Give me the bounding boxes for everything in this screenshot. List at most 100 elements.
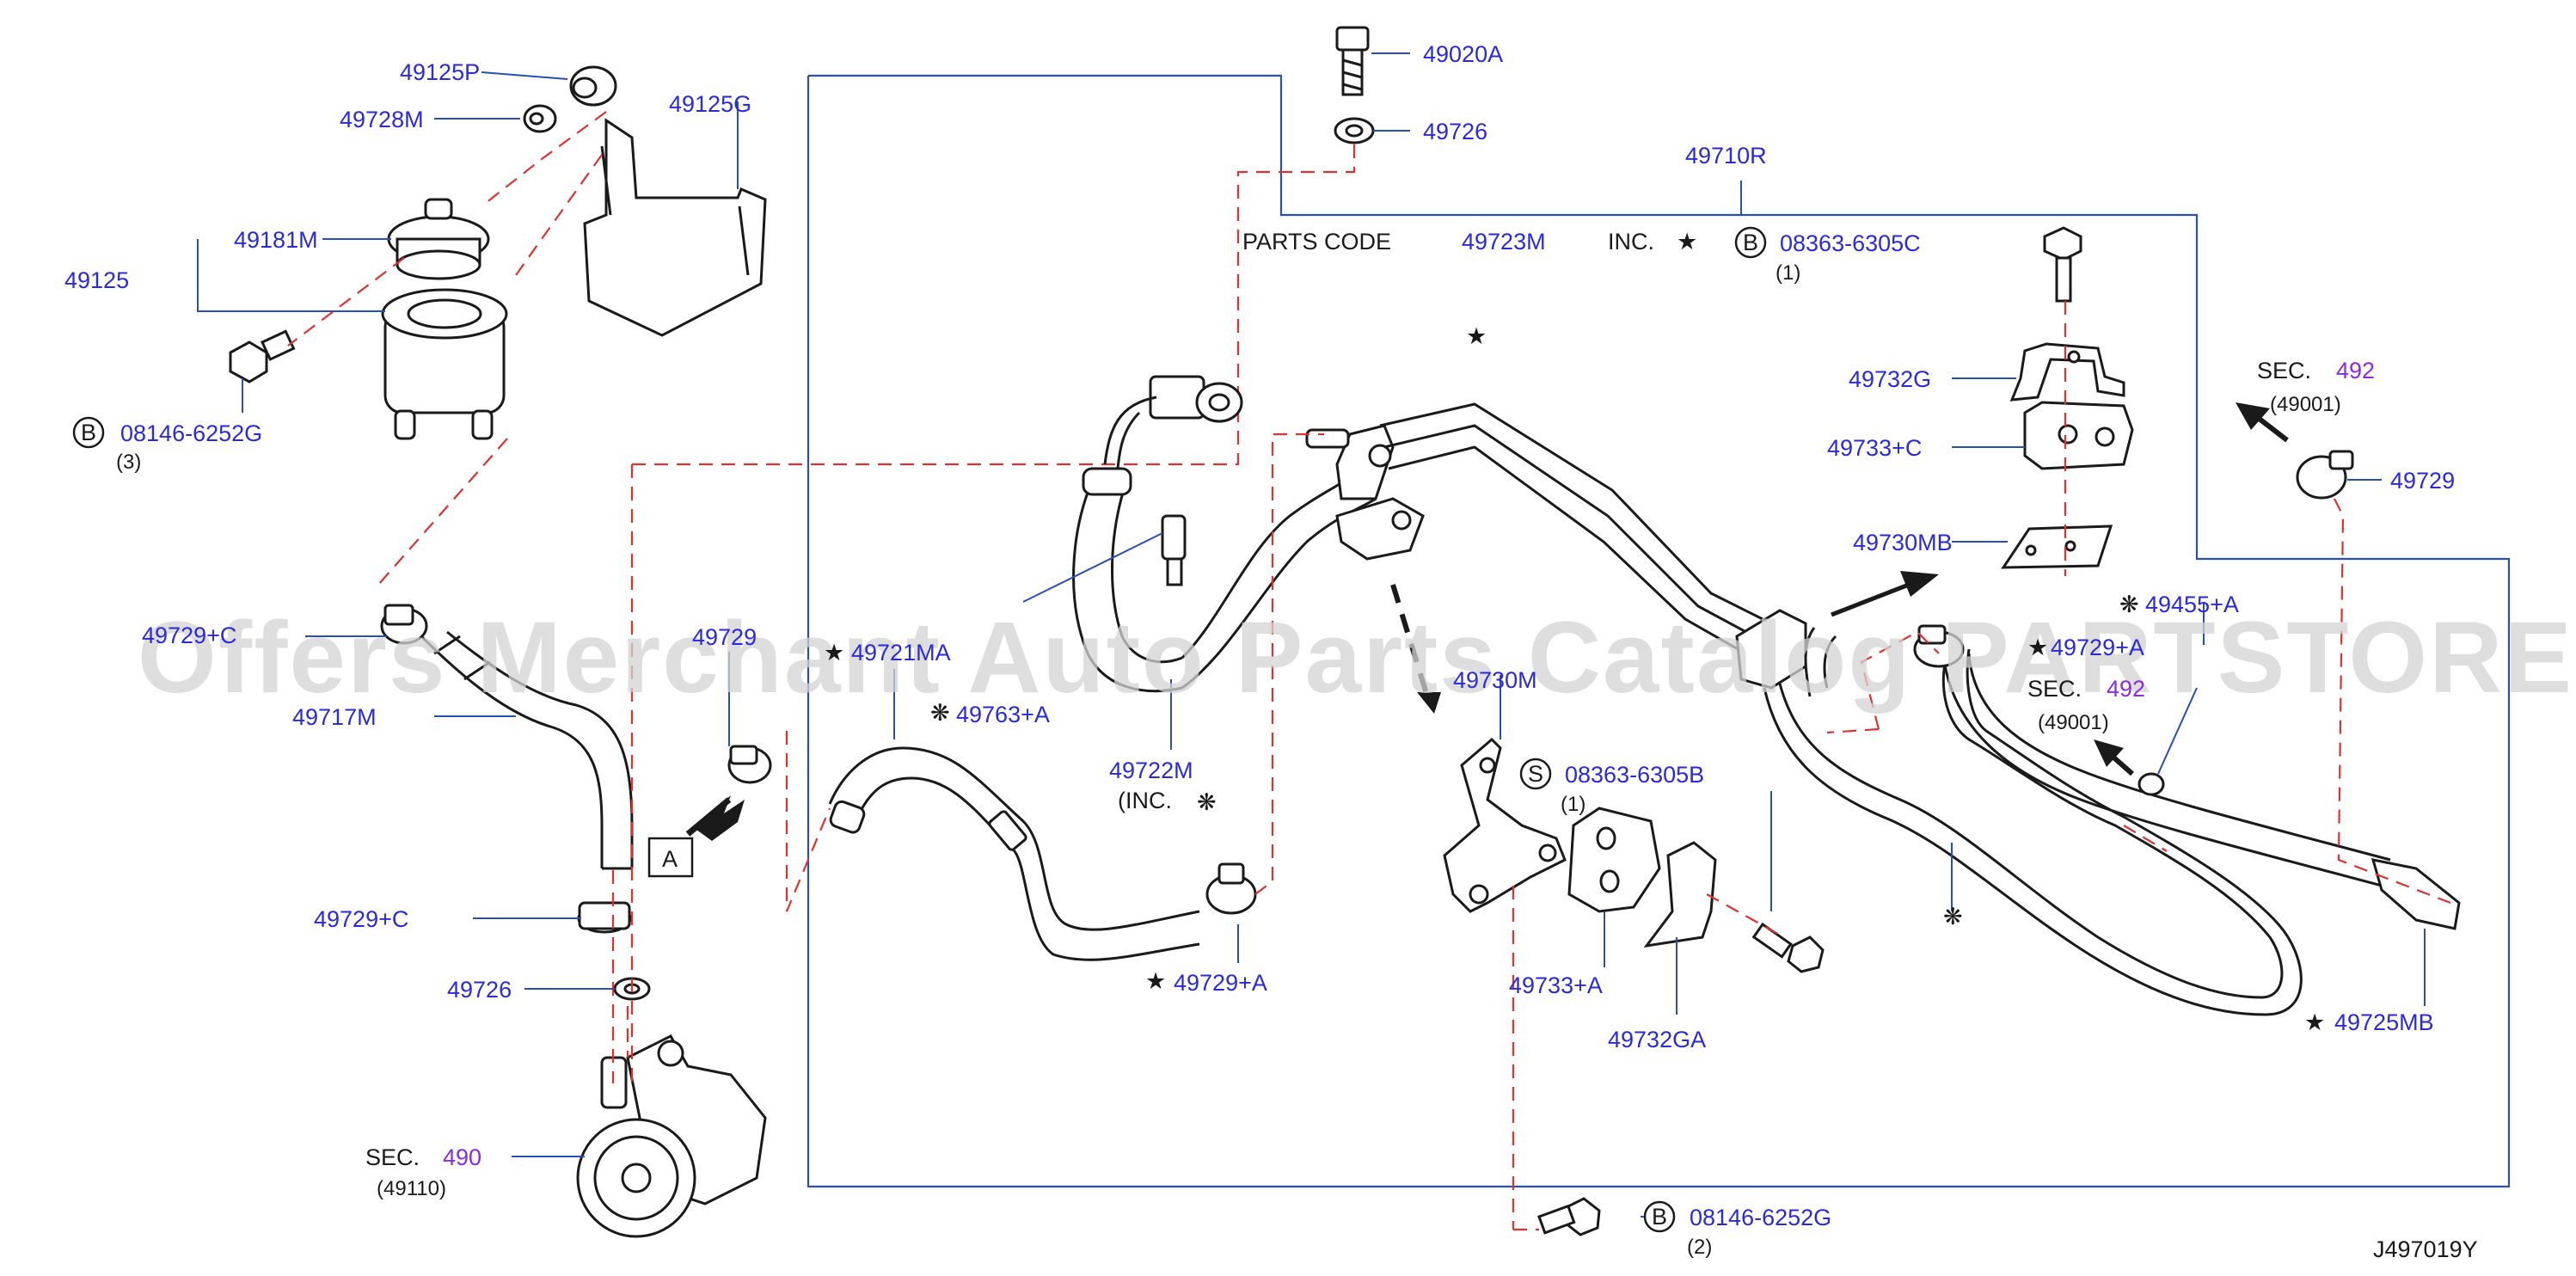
label-49733a[interactable]: 49733+A	[1509, 972, 1603, 998]
rubber-block-49733a[interactable]	[1567, 807, 1661, 913]
pipe-junction-block[interactable]	[1305, 424, 1425, 561]
label-49728m[interactable]: 49728M	[340, 107, 424, 132]
label-49726-upper[interactable]: 49726	[1423, 119, 1487, 144]
label-49729-b[interactable]: 49729	[2390, 468, 2455, 494]
label-08363-6305b[interactable]: 08363-6305B	[1565, 762, 1704, 788]
fitting-49763a[interactable]	[1161, 514, 1187, 586]
sec-492-a-sub: (49001)	[2038, 711, 2109, 734]
clamp-49732g[interactable]	[2009, 342, 2125, 402]
label-49723m[interactable]: 49723M	[1462, 229, 1546, 255]
rubber-mount-49733c[interactable]	[2023, 401, 2134, 470]
label-49732ga[interactable]: 49732GA	[1608, 1027, 1706, 1052]
label-49455a[interactable]: 49455+A	[2145, 592, 2239, 617]
label-49125g[interactable]: 49125G	[669, 91, 751, 117]
label-08363-6305c[interactable]: 08363-6305C	[1780, 230, 1921, 256]
label-49729a-right[interactable]: 49729+A	[2051, 635, 2144, 660]
sec-number-492-b[interactable]: 492	[2336, 358, 2375, 383]
reservoir-group	[229, 65, 767, 586]
bolt-08363-6305c[interactable]	[2043, 226, 2082, 303]
star-icon-49725mb: ★	[2304, 1009, 2325, 1035]
label-49733c[interactable]: 49733+C	[1827, 435, 1922, 461]
assembly-frame	[807, 74, 2511, 1188]
bracket-49125g[interactable]	[583, 118, 767, 337]
power-steering-pump[interactable]	[576, 1034, 767, 1238]
badge-s-icon	[1519, 758, 1552, 790]
return-pipe-group	[1735, 402, 2461, 1016]
qty-3: (3)	[116, 451, 141, 474]
label-49722m[interactable]: 49722M	[1109, 758, 1193, 783]
qty-1-a: (1)	[1776, 261, 1800, 285]
clamp-49729-right[interactable]	[2296, 450, 2354, 500]
label-49726-lower[interactable]: 49726	[447, 977, 512, 1003]
plate-49730mb[interactable]	[2001, 525, 2113, 569]
sec-490-sub: (49110)	[377, 1177, 446, 1200]
label-49020a[interactable]: 49020A	[1423, 41, 1503, 67]
label-49181m[interactable]: 49181M	[234, 227, 318, 253]
hose-end-49725mb[interactable]	[2371, 858, 2461, 930]
bolt-49020a[interactable]	[1335, 26, 1370, 96]
asterisk-icon-pipe: ❋	[1943, 904, 1963, 929]
view-a-letter: A	[662, 846, 678, 872]
clamp-49729-near-a[interactable]	[727, 745, 772, 784]
label-49717m[interactable]: 49717M	[292, 704, 377, 730]
asterisk-icon-49763a: ❋	[930, 700, 950, 726]
label-49125[interactable]: 49125	[64, 267, 129, 293]
clip-49732ga[interactable]	[1643, 841, 1717, 948]
top-fasteners	[1334, 26, 1375, 144]
asterisk-icon-49722m: ❋	[1197, 789, 1217, 815]
bolt-08146-6252g-bottom[interactable]	[1537, 1197, 1601, 1236]
sec-label-492-a: SEC.	[2027, 676, 2082, 702]
clamp-49729a-center[interactable]	[1205, 862, 1257, 915]
diagram-id: J497019Y	[2373, 1236, 2478, 1262]
asterisk-icon-49455a: ❋	[2119, 592, 2139, 617]
star-icon-49721ma: ★	[824, 640, 844, 666]
washer-49726-upper[interactable]	[1334, 117, 1375, 144]
clamp-49729c-lower[interactable]	[577, 901, 632, 934]
qty-1-b: (1)	[1561, 793, 1585, 816]
clamp-stack-group	[2001, 226, 2134, 576]
star-icon-legend: ★	[1677, 229, 1697, 255]
bolt-08146-6252g-reservoir[interactable]	[229, 329, 296, 383]
pipe-49725mb[interactable]	[1763, 648, 2303, 1016]
view-a-box	[647, 837, 694, 878]
label-49729-a[interactable]: 49729	[692, 624, 757, 650]
sec-label-492-b: SEC.	[2257, 358, 2311, 383]
watermark: Offers Merchant Auto Parts Catalog PARTS…	[138, 601, 2576, 715]
banjo-fitting[interactable]	[1149, 375, 1243, 423]
return-hose-49721ma[interactable]	[828, 746, 1200, 961]
label-49729a-center[interactable]: 49729+A	[1174, 970, 1267, 996]
bushing-49125p[interactable]	[569, 65, 617, 107]
badge-b-icon-bottom	[1643, 1200, 1676, 1233]
reservoir-tank[interactable]	[381, 288, 508, 440]
label-49125p[interactable]: 49125P	[400, 59, 480, 85]
part-labels: 49125P 49728M 49125G 49181M 49125 B 0814…	[64, 41, 2478, 1262]
clamp-49729c-upper[interactable]	[380, 604, 428, 645]
label-49729c-lower[interactable]: 49729+C	[314, 906, 408, 932]
bracket-49730m[interactable]	[1443, 737, 1567, 913]
badge-b-icon	[72, 416, 105, 449]
o-ring-49455a[interactable]	[2137, 772, 2165, 796]
label-08146-6252g-a[interactable]: 08146-6252G	[120, 420, 262, 446]
collar-49728m[interactable]	[523, 104, 557, 133]
badge-b-letter: B	[81, 420, 96, 445]
star-icon-49729a-right: ★	[2027, 635, 2048, 660]
label-49730m[interactable]: 49730M	[1453, 667, 1537, 693]
label-49763a[interactable]: 49763+A	[956, 702, 1050, 727]
sec-number-490[interactable]: 490	[443, 1144, 481, 1170]
star-icon-49729a: ★	[1145, 968, 1166, 994]
label-49732g[interactable]: 49732G	[1849, 366, 1931, 392]
label-49725mb[interactable]: 49725MB	[2334, 1009, 2434, 1035]
label-49710r[interactable]: 49710R	[1685, 143, 1767, 169]
bolt-08146-6252g-bracket[interactable]	[1751, 922, 1825, 973]
label-49721ma[interactable]: 49721MA	[851, 640, 951, 666]
badge-b-letter-bottom: B	[1652, 1204, 1667, 1230]
label-49730mb[interactable]: 49730MB	[1853, 530, 1953, 555]
sec-number-492-a[interactable]: 492	[2107, 676, 2145, 702]
badge-s-letter: S	[1528, 761, 1543, 787]
metal-pipe-49723m[interactable]	[1379, 402, 1763, 655]
inc-caption: INC.	[1608, 229, 1654, 255]
reservoir-cap-49181m[interactable]	[387, 198, 490, 280]
pressure-hose-49722m[interactable]	[1072, 481, 1183, 693]
label-49729c-upper[interactable]: 49729+C	[142, 623, 236, 648]
label-08146-6252g-b[interactable]: 08146-6252G	[1690, 1205, 1831, 1230]
